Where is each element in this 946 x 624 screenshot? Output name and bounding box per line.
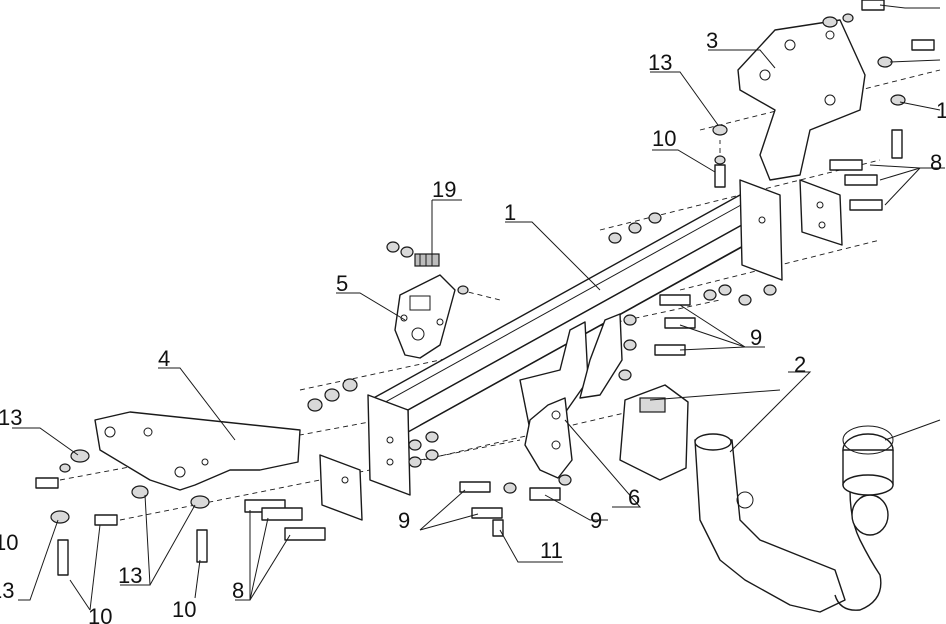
label-part-13-lower: 13 [0, 578, 14, 603]
bolts [35, 0, 935, 576]
label-part-1: 1 [504, 200, 516, 225]
center-brackets [519, 313, 623, 431]
label-part-13-left: 13 [0, 405, 22, 430]
label-part-9-right: 9 [750, 325, 762, 350]
label-part-9-low: 9 [590, 508, 602, 533]
label-part-13-bottom: 13 [118, 563, 142, 588]
tow-ball-assembly [619, 384, 894, 613]
label-part-10-lower: 10 [88, 604, 112, 624]
label-part-19: 19 [432, 177, 456, 202]
callout-labels: 1 2 3 4 5 6 8 8 9 9 9 10 10 10 10 11 13 … [0, 28, 946, 624]
leader-lines [12, 4, 945, 611]
label-part-4: 4 [158, 346, 170, 371]
left-side-bracket [94, 411, 301, 491]
label-part-1-edge: 1 [936, 98, 946, 123]
label-part-9-center: 9 [398, 508, 410, 533]
label-part-5: 5 [336, 271, 348, 296]
label-part-11: 11 [540, 538, 563, 563]
socket-bracket [524, 397, 573, 486]
spring-nut-set [386, 241, 469, 295]
label-part-3: 3 [706, 28, 718, 53]
hardware-set [50, 13, 906, 524]
main-cross-beam [369, 194, 779, 433]
left-end-plate [319, 394, 411, 521]
right-side-bracket [737, 19, 866, 181]
label-part-2: 2 [794, 352, 806, 377]
label-part-6: 6 [628, 485, 640, 510]
label-part-13-top: 13 [648, 50, 672, 75]
label-part-10-left: 10 [0, 530, 18, 555]
right-end-plate [739, 179, 843, 281]
label-part-8-left: 8 [232, 578, 244, 603]
socket-plate [394, 274, 456, 359]
label-part-10-top: 10 [652, 126, 676, 151]
label-part-8-right: 8 [930, 150, 942, 175]
label-part-10-bottom: 10 [172, 597, 196, 622]
